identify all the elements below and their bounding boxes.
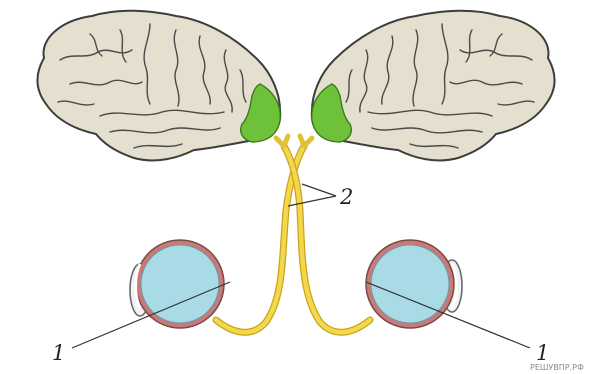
watermark: РЕШУВПР.РФ (530, 363, 584, 372)
label-1-left: 1 (52, 341, 65, 365)
left-brain-icon (38, 11, 281, 161)
right-brain-icon (312, 11, 555, 161)
left-eyeball (141, 245, 219, 323)
leader-line-2-a (288, 196, 336, 206)
label-2: 2 (339, 185, 353, 209)
optic-chiasm-right-end (300, 136, 312, 146)
optic-nerves (216, 136, 370, 332)
label-1-right: 1 (536, 341, 549, 365)
left-eye-icon (130, 240, 224, 328)
optic-chiasm-left-end (276, 136, 288, 146)
leader-line-2-b (302, 184, 336, 196)
